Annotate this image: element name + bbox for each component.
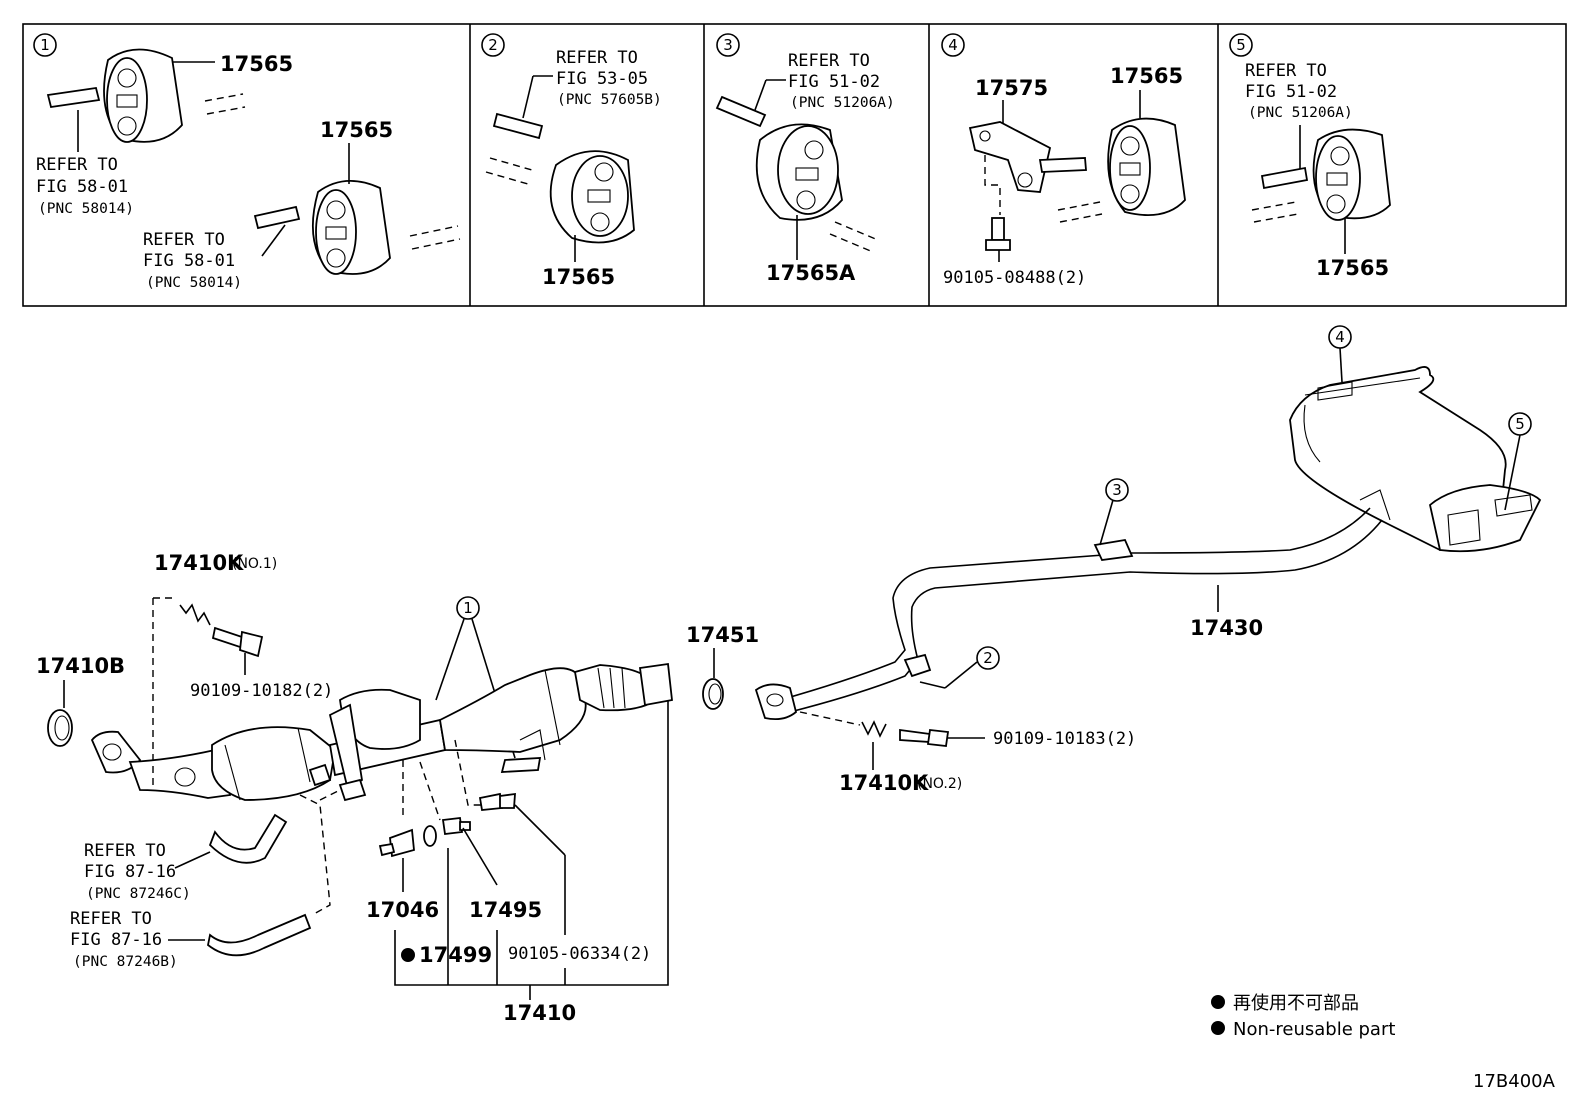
pipe-stub <box>46 86 101 109</box>
callout-4: 4 <box>1328 325 1352 383</box>
inset-2: 2 REFER TO FIG 53-05 (PNC 57605B) 17565 <box>481 33 662 289</box>
callout-2: 2 <box>944 646 1000 689</box>
part-number: 17410B <box>36 654 125 678</box>
plug <box>441 817 471 835</box>
rubber-hanger <box>103 48 183 143</box>
inset-number: 1 <box>40 36 50 54</box>
bolt <box>211 626 264 658</box>
ref-label: FIG 51-02 <box>788 72 880 92</box>
ref-label: (PNC 87246C) <box>86 886 191 902</box>
callout-3: 3 <box>1099 478 1129 546</box>
part-number: 17565 <box>1110 64 1183 88</box>
spring <box>179 603 211 626</box>
inset-number-badge <box>33 33 57 57</box>
part-number: 90105-08488(2) <box>943 268 1086 288</box>
ref-label: REFER TO <box>70 909 152 929</box>
part-number: 17410K <box>154 551 244 575</box>
ref-label: FIG 87-16 <box>84 862 176 882</box>
legend-label-jp: 再使用不可部品 <box>1233 993 1359 1014</box>
part-number: 17495 <box>469 898 542 922</box>
gasket-17451 <box>702 678 724 710</box>
callout-5: 5 <box>1504 412 1532 511</box>
ref-label: (PNC 58014) <box>146 275 242 291</box>
svg-text:5: 5 <box>1515 415 1525 433</box>
svg-text:5: 5 <box>1236 36 1246 54</box>
rubber-hanger <box>1312 128 1391 221</box>
part-sub-label: (NO.2) <box>917 776 962 792</box>
part-number: 17565 <box>320 118 393 142</box>
svg-text:2: 2 <box>488 36 498 54</box>
inset-1: 1 17565 REFER TO FIG 58-01 (PNC 58014) 1… <box>33 33 461 291</box>
callout-1: 1 <box>435 596 516 759</box>
inset-3: 3 REFER TO FIG 51-02 (PNC 51206A) 17565A <box>715 33 895 285</box>
rubber-hanger <box>1107 117 1186 217</box>
ref-label: REFER TO <box>556 48 638 68</box>
svg-text:2: 2 <box>983 649 993 667</box>
ref-label: REFER TO <box>1245 61 1327 81</box>
inset-5: 5 REFER TO FIG 51-02 (PNC 51206A) 17565 <box>1229 33 1391 280</box>
inset-4: 4 17575 90105-08488(2) 17565 <box>941 33 1186 288</box>
gasket-17410B <box>47 709 73 747</box>
rubber-hanger <box>311 179 391 275</box>
ref-label: REFER TO <box>143 230 225 250</box>
svg-text:4: 4 <box>948 36 958 54</box>
non-reusable-icon <box>1211 995 1225 1009</box>
part-number: 17410K <box>839 771 929 795</box>
svg-text:4: 4 <box>1335 328 1345 346</box>
rubber-hanger <box>549 150 635 244</box>
part-sub-label: (NO.1) <box>232 556 277 572</box>
part-number: 90105-06334(2) <box>508 944 651 964</box>
part-number: 17451 <box>686 623 759 647</box>
ref-label: (PNC 51206A) <box>1248 105 1353 121</box>
part-number: 17410 <box>503 1001 576 1025</box>
legend: 再使用不可部品 Non-reusable part <box>1211 993 1395 1040</box>
bolt <box>899 728 950 747</box>
ref-label: REFER TO <box>84 841 166 861</box>
hose <box>207 813 312 957</box>
ref-label: FIG 51-02 <box>1245 82 1337 102</box>
part-number: 17565 <box>220 52 293 76</box>
stud <box>378 828 415 858</box>
ref-label: FIG 58-01 <box>36 177 128 197</box>
non-reusable-icon <box>401 948 415 962</box>
ref-label: FIG 53-05 <box>556 69 648 89</box>
part-number: 17565 <box>542 265 615 289</box>
part-number: 17499 <box>419 943 492 967</box>
part-number: 90109-10183(2) <box>993 729 1136 749</box>
ref-label: FIG 87-16 <box>70 930 162 950</box>
legend-label-en: Non-reusable part <box>1233 1019 1395 1040</box>
part-number: 17575 <box>975 76 1048 100</box>
ref-label: (PNC 87246B) <box>73 954 178 970</box>
front-pipe-assembly <box>90 662 673 802</box>
part-number: 17565 <box>1316 256 1389 280</box>
figure-code: 17B400A <box>1473 1071 1556 1092</box>
ref-label: REFER TO <box>788 51 870 71</box>
ref-label: REFER TO <box>36 155 118 175</box>
bracket-bolt <box>478 792 516 811</box>
inset-panels <box>22 23 1567 307</box>
ref-label: FIG 58-01 <box>143 251 235 271</box>
svg-text:3: 3 <box>723 36 733 54</box>
ref-label: (PNC 51206A) <box>790 95 895 111</box>
part-number: 17046 <box>366 898 439 922</box>
spring <box>861 720 887 738</box>
bolt <box>985 217 1011 251</box>
part-number: 17430 <box>1190 616 1263 640</box>
ref-label: (PNC 58014) <box>38 201 134 217</box>
sensor-gasket <box>423 825 437 847</box>
rubber-hanger <box>755 123 843 221</box>
part-number: 17565A <box>766 261 856 285</box>
hanger-bracket <box>968 121 1087 193</box>
svg-text:3: 3 <box>1112 481 1122 499</box>
center-pipe <box>754 507 1383 721</box>
ref-label: (PNC 57605B) <box>557 92 662 108</box>
non-reusable-icon <box>1211 1021 1225 1035</box>
part-number: 90109-10182(2) <box>190 681 333 701</box>
rear-muffler <box>1289 366 1542 553</box>
svg-text:1: 1 <box>463 599 473 617</box>
